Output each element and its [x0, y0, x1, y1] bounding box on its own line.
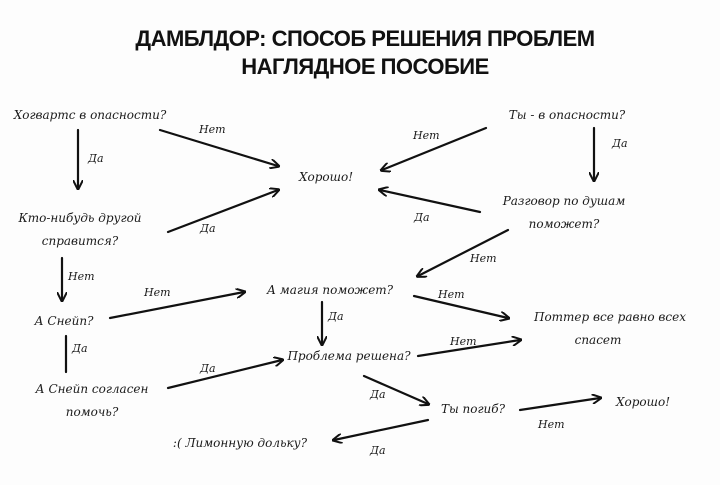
- label-solved-da: Да: [369, 388, 386, 401]
- arrow-died-to-lemon: [334, 418, 430, 440]
- node-someone-else-line1: Кто-нибудь другой: [17, 211, 141, 225]
- label-magic-da: Да: [327, 310, 344, 323]
- label-someone-da: Да: [199, 222, 216, 235]
- node-snape: А Снейп?: [34, 314, 95, 328]
- label-talk-da: Да: [413, 211, 430, 224]
- node-problem-solved: Проблема решена?: [286, 349, 411, 363]
- arrow-snape-to-magic: [108, 292, 244, 320]
- node-magic-help: А магия поможет?: [266, 283, 394, 297]
- label-hogwarts-da: Да: [87, 152, 104, 165]
- label-talk-net: Нет: [469, 252, 497, 265]
- label-died-da: Да: [369, 444, 386, 457]
- node-snape-agrees-line1: А Снейп согласен: [35, 382, 149, 396]
- title-line-2: НАГЛЯДНОЕ ПОСОБИЕ: [241, 54, 489, 79]
- arrow-talk-to-magic: [418, 228, 510, 276]
- node-good-center: Хорошо!: [298, 170, 353, 184]
- arrow-agrees-to-solved: [166, 360, 282, 390]
- node-talk-line2: поможет?: [529, 217, 600, 231]
- label-you-danger-da: Да: [611, 137, 628, 150]
- node-potter-line2: спасет: [575, 333, 622, 347]
- label-agrees-da: Да: [199, 362, 216, 375]
- label-solved-net: Нет: [449, 335, 477, 348]
- node-you-died: Ты погиб?: [441, 402, 506, 416]
- arrow-hogwarts-to-good: [158, 128, 278, 166]
- label-hogwarts-net: Нет: [198, 123, 226, 136]
- label-snape-da: Да: [71, 342, 88, 355]
- node-talk-line1: Разговор по душам: [502, 194, 626, 208]
- title-line-1: ДАМБЛДОР: СПОСОБ РЕШЕНИЯ ПРОБЛЕМ: [135, 26, 594, 51]
- label-died-net: Нет: [537, 418, 565, 431]
- label-magic-net: Нет: [437, 288, 465, 301]
- node-you-in-danger: Ты - в опасности?: [509, 108, 626, 122]
- node-good-right: Хорошо!: [615, 395, 670, 409]
- node-snape-agrees-line2: помочь?: [66, 405, 119, 419]
- arrow-talk-to-good: [380, 190, 482, 214]
- arrow-solved-to-potter: [416, 340, 520, 358]
- label-snape-net: Нет: [143, 286, 171, 299]
- label-someone-net: Нет: [67, 270, 95, 283]
- node-someone-else-line2: справится?: [42, 234, 119, 248]
- arrow-solved-to-died: [362, 374, 428, 404]
- arrow-you-danger-to-good: [382, 126, 488, 170]
- node-potter-line1: Поттер все равно всех: [533, 310, 686, 324]
- arrow-magic-to-potter: [412, 294, 508, 318]
- arrow-someone-to-good: [166, 190, 278, 234]
- label-you-danger-net: Нет: [412, 129, 440, 142]
- arrow-died-to-good: [518, 398, 600, 412]
- node-hogwarts-in-danger: Хогвартс в опасности?: [13, 108, 167, 122]
- node-lemon-drop: :( Лимонную дольку?: [173, 436, 308, 450]
